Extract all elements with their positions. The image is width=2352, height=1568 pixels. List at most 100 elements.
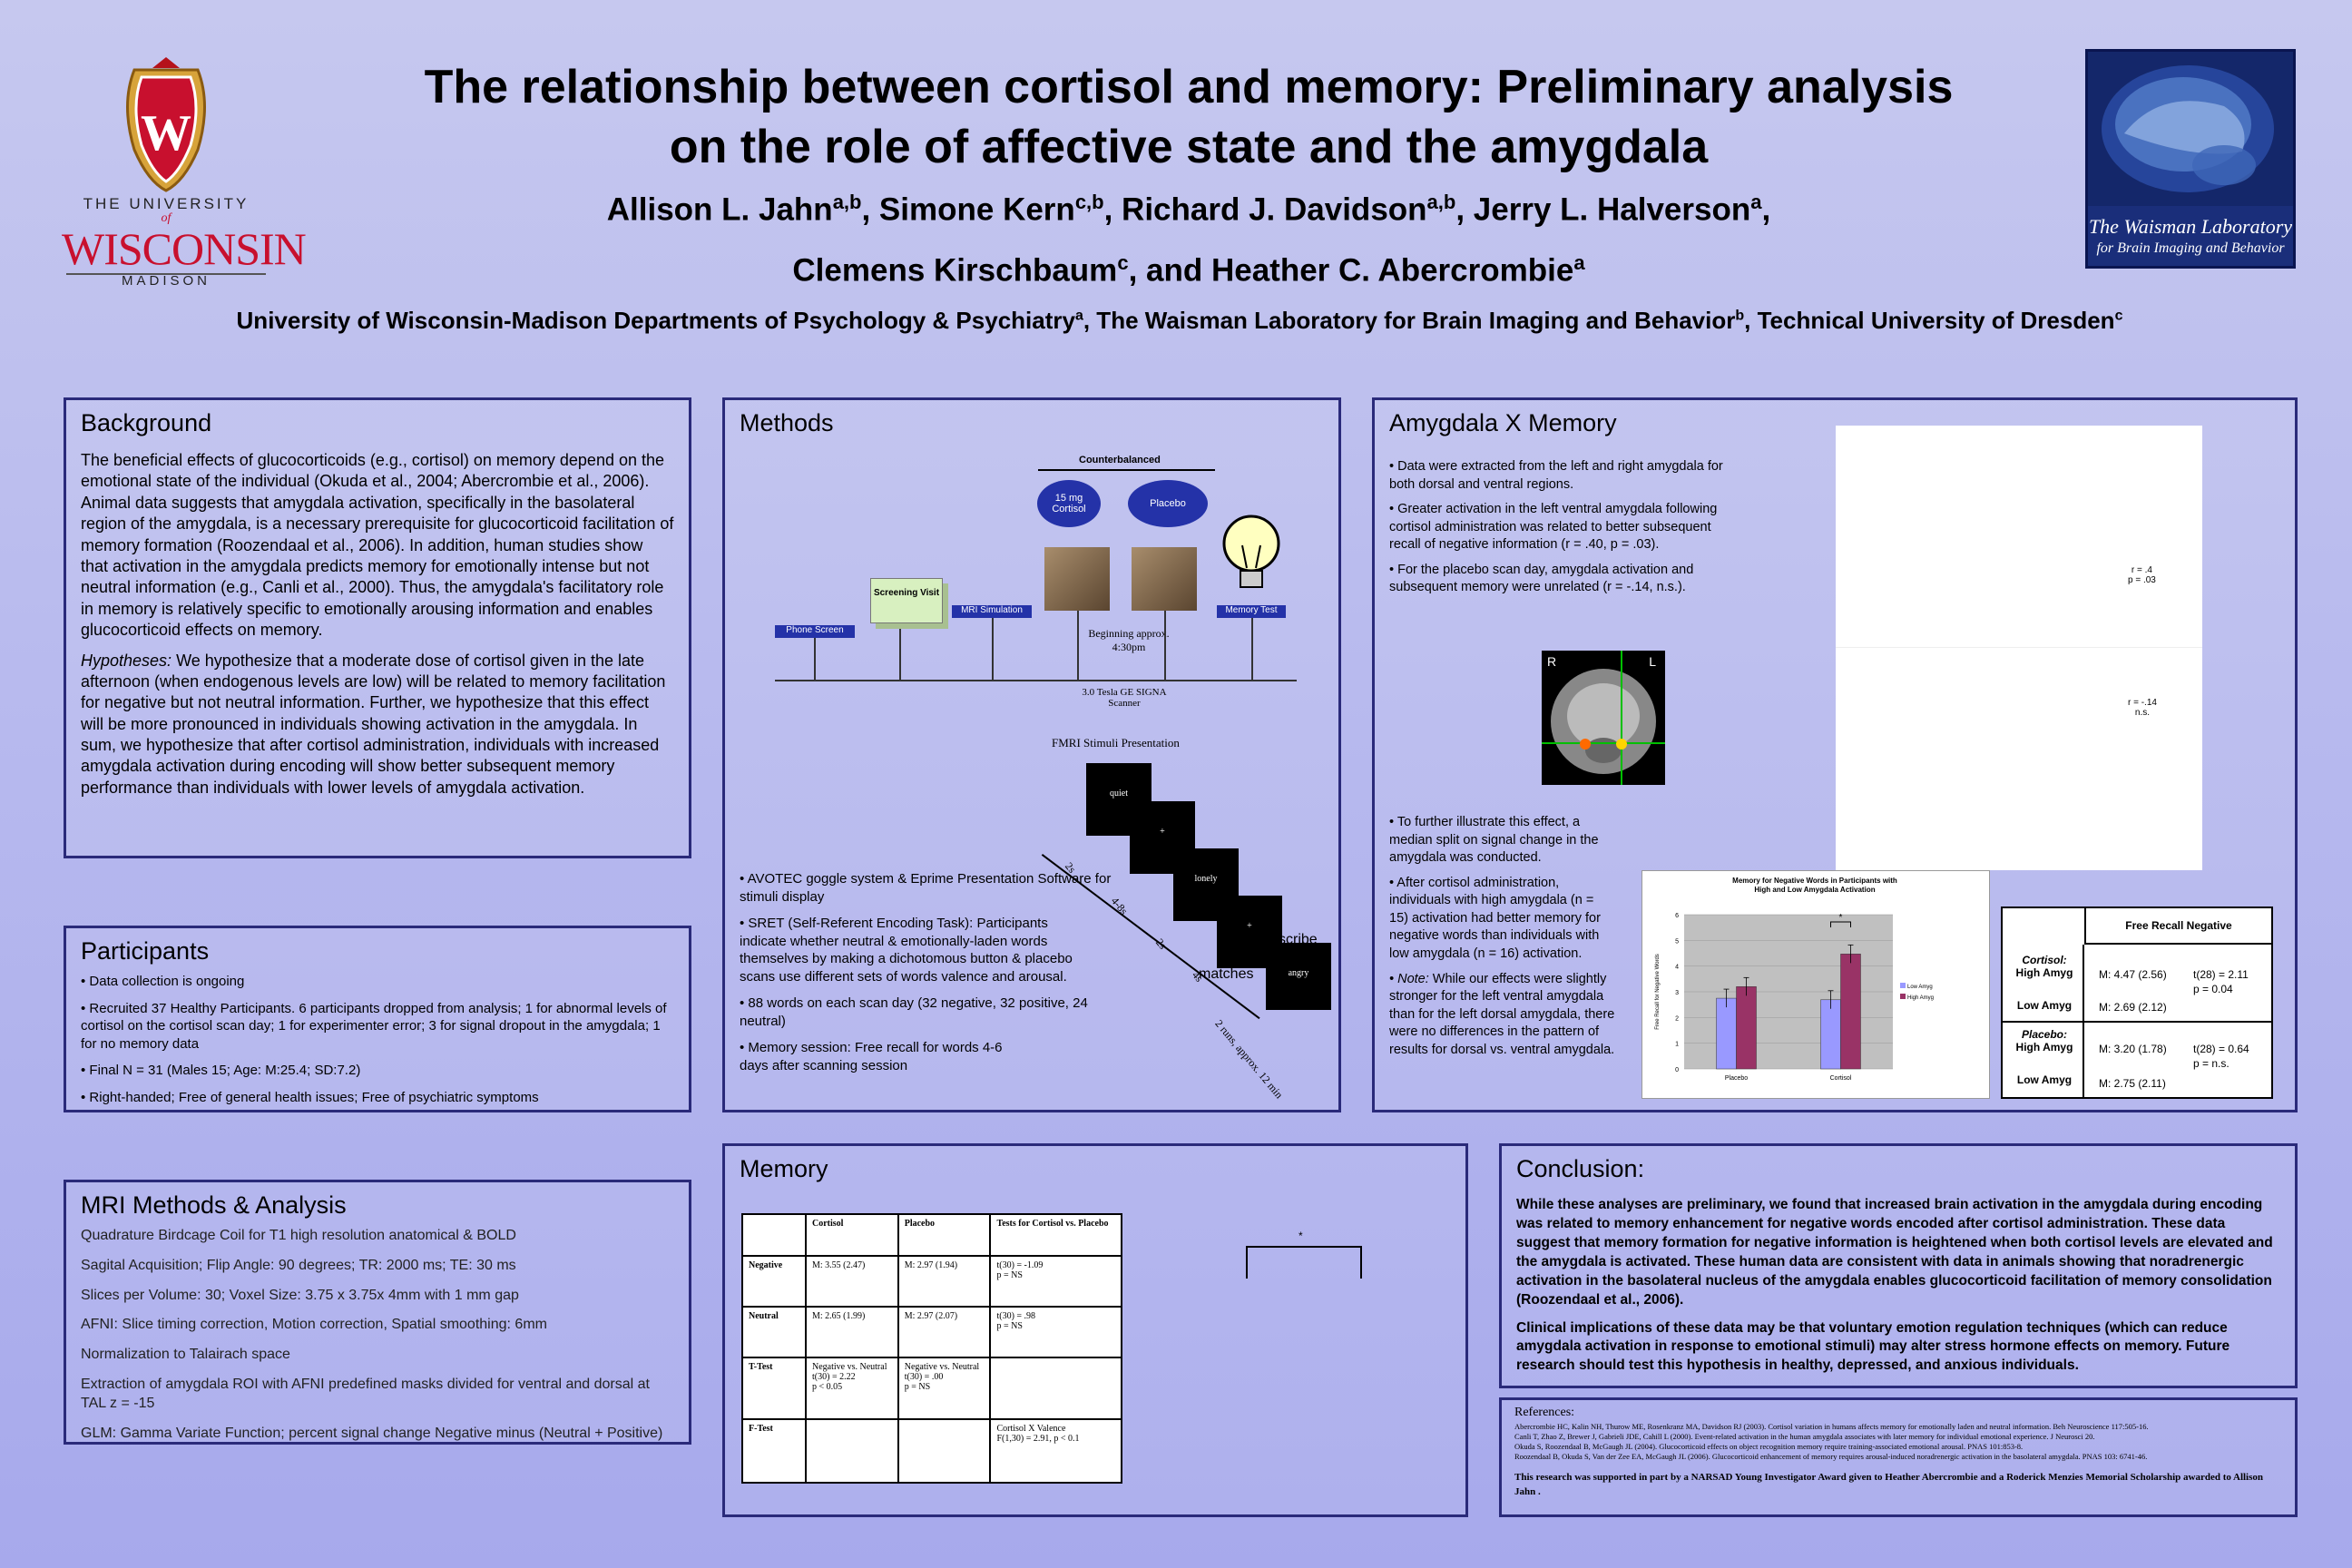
amygdala-note: • Note: While our effects were slightly …: [1389, 971, 1615, 1057]
participants-item: • Recruited 37 Healthy Participants. 6 p…: [81, 1000, 667, 1052]
methods-title: Methods: [740, 409, 834, 436]
tick-memory: [1251, 618, 1253, 680]
amygdala-bullet: • Greater activation in the left ventral…: [1389, 502, 1718, 553]
uw-logo-line4: MADISON: [121, 273, 211, 289]
reference-item: Roozendaal B, Okuda S, Van der Zee EA, M…: [1514, 1452, 2148, 1462]
y-tick-label: 0: [1675, 1067, 1679, 1073]
bar-chart-box: Memory for Negative Words in Participant…: [1642, 870, 1990, 1099]
cortisol-oval: 15 mg Cortisol: [1037, 480, 1101, 527]
y-tick-label: 6: [1675, 913, 1679, 919]
hypotheses-text: Hypotheses: We hypothesize that a modera…: [81, 651, 666, 797]
brain-slice-icon: [1542, 651, 1665, 785]
mri-item: Normalization to Talairach space: [81, 1347, 290, 1363]
mri-item: AFNI: Slice timing correction, Motion co…: [81, 1317, 547, 1333]
y-tick-label: 4: [1675, 965, 1679, 971]
memory-sig-bracket: [1246, 1246, 1362, 1279]
sig-bracket: [1830, 921, 1851, 927]
amygdala-bullet: • Data were extracted from the left and …: [1389, 459, 1723, 492]
legend-swatch: [1900, 994, 1906, 999]
brain-l-label: L: [1649, 654, 1656, 669]
recall-value: M: 4.47 (2.56): [2099, 968, 2167, 981]
participants-panel: Participants • Data collection is ongoin…: [64, 926, 691, 1112]
tick-scan2: [1164, 611, 1166, 680]
methods-bullet: • SRET (Self-Referent Encoding Task): Pa…: [740, 916, 1073, 985]
recall-label: High Amyg: [2015, 1041, 2073, 1054]
memory-cell: M: 2.65 (1.99): [805, 1306, 899, 1358]
references-panel: References: Abercrombie HC, Kalin NH, Th…: [1499, 1397, 2298, 1517]
background-text: The beneficial effects of glucocorticoid…: [81, 451, 674, 640]
mri-item: GLM: Gamma Variate Function; percent sig…: [81, 1425, 663, 1441]
memory-cell: [989, 1357, 1122, 1420]
y-tick-label: 2: [1675, 1015, 1679, 1022]
recall-stat: t(28) = 2.11: [2193, 968, 2249, 981]
authors-line1: Allison L. Jahna,b, Simone Kernc,b, Rich…: [606, 191, 1771, 228]
y-tick-label: 3: [1675, 990, 1679, 996]
memory-cell: [805, 1418, 899, 1484]
poster-title-line1: The relationship between cortisol and me…: [424, 61, 1954, 113]
amygdala-panel: Amygdala X Memory • Data were extracted …: [1372, 397, 2298, 1112]
scatter-area: r = .4 p = .03 r = -.14 n.s.: [1836, 426, 2202, 870]
participants-title: Participants: [81, 937, 210, 965]
recall-stat: p = 0.04: [2193, 983, 2233, 995]
methods-bullets: • AVOTEC goggle system & Eprime Presenta…: [740, 870, 1121, 1083]
head-image-2: [1132, 547, 1197, 611]
uw-logo-line3: WISCONSIN: [62, 223, 307, 274]
memory-header: [741, 1213, 807, 1257]
affiliations: University of Wisconsin-Madison Departme…: [236, 307, 2123, 334]
memory-sig-marker: *: [1298, 1230, 1303, 1242]
recall-group: Placebo:: [2021, 1028, 2067, 1041]
memory-cell: t(30) = .98 p = NS: [989, 1306, 1122, 1358]
reference-item: Canli T, Zhao Z, Brewer J, Gabrieli JDE,…: [1514, 1432, 2095, 1442]
mri-sim-box: MRI Simulation: [952, 605, 1032, 618]
methods-bullet: • 88 words on each scan day (32 negative…: [740, 995, 1088, 1029]
memory-header: Tests for Cortisol vs. Placebo: [989, 1213, 1122, 1257]
mri-panel: MRI Methods & Analysis Quadrature Birdca…: [64, 1180, 691, 1445]
svg-text:W: W: [141, 105, 191, 162]
recall-table: Free Recall Negative Cortisol: High Amyg…: [2001, 906, 2273, 1099]
sig-marker: *: [1839, 913, 1843, 923]
recall-label: Low Amyg: [2016, 1073, 2073, 1086]
scatter-placebo-stat: r = -.14 n.s.: [2128, 698, 2157, 718]
total-time-label: 2 runs, approx. 12 min: [1212, 1017, 1286, 1102]
bar: [1820, 999, 1841, 1070]
scanner-label: 3.0 Tesla GE SIGNA Scanner: [1082, 687, 1167, 709]
recall-label: High Amyg: [2015, 966, 2073, 979]
bar: [1840, 954, 1861, 1070]
placebo-oval: Placebo: [1128, 480, 1208, 527]
amygdala-bullet: • For the placebo scan day, amygdala act…: [1389, 562, 1694, 595]
memory-cell: [897, 1418, 992, 1484]
counterbalanced-rule: [1038, 469, 1215, 471]
methods-panel: Methods Counterbalanced 15 mg Cortisol P…: [722, 397, 1341, 1112]
legend-swatch: [1900, 983, 1906, 988]
memory-row-label: F-Test: [741, 1418, 807, 1484]
bar: [1736, 986, 1757, 1070]
reference-item: Abercrombie HC, Kalin NH, Thurow ME, Ros…: [1514, 1422, 2149, 1431]
phone-screen-box: Phone Screen: [775, 625, 855, 638]
conclusion-p1: While these analyses are preliminary, we…: [1516, 1197, 2273, 1308]
amygdala-bullets1: • Data were extracted from the left and …: [1389, 458, 1734, 604]
memory-row-label: Negative: [741, 1255, 807, 1308]
mri-title: MRI Methods & Analysis: [81, 1191, 347, 1219]
tick-phone: [814, 638, 816, 680]
poster-title-line2: on the role of affective state and the a…: [669, 121, 1709, 173]
memory-row-label: T-Test: [741, 1357, 807, 1420]
lightbulb-icon: [1222, 514, 1280, 588]
mri-item: Extraction of amygdala ROI with AFNI pre…: [81, 1376, 650, 1411]
references-title: References:: [1514, 1406, 1575, 1419]
beginning-label: Beginning approx. 4:30pm: [1088, 627, 1170, 653]
legend-label: High Amyg: [1907, 995, 1934, 1001]
memory-test-box: Memory Test: [1217, 605, 1286, 618]
memory-header: Placebo: [897, 1213, 992, 1257]
uw-crest-icon: W: [126, 57, 206, 192]
tick-scan1: [1077, 611, 1079, 680]
recall-label: Low Amyg: [2016, 999, 2073, 1012]
memory-table: Cortisol Placebo Tests for Cortisol vs. …: [741, 1213, 1122, 1484]
background-panel: Background The beneficial effects of glu…: [64, 397, 691, 858]
recall-value: M: 2.75 (2.11): [2099, 1077, 2166, 1090]
recall-group: Cortisol:: [2022, 954, 2067, 966]
memory-cell: M: 3.55 (2.47): [805, 1255, 899, 1308]
memory-panel: Memory Cortisol Placebo Tests for Cortis…: [722, 1143, 1468, 1517]
methods-bullet: • AVOTEC goggle system & Eprime Presenta…: [740, 871, 1112, 905]
memory-cell: t(30) = -1.09 p = NS: [989, 1255, 1122, 1308]
